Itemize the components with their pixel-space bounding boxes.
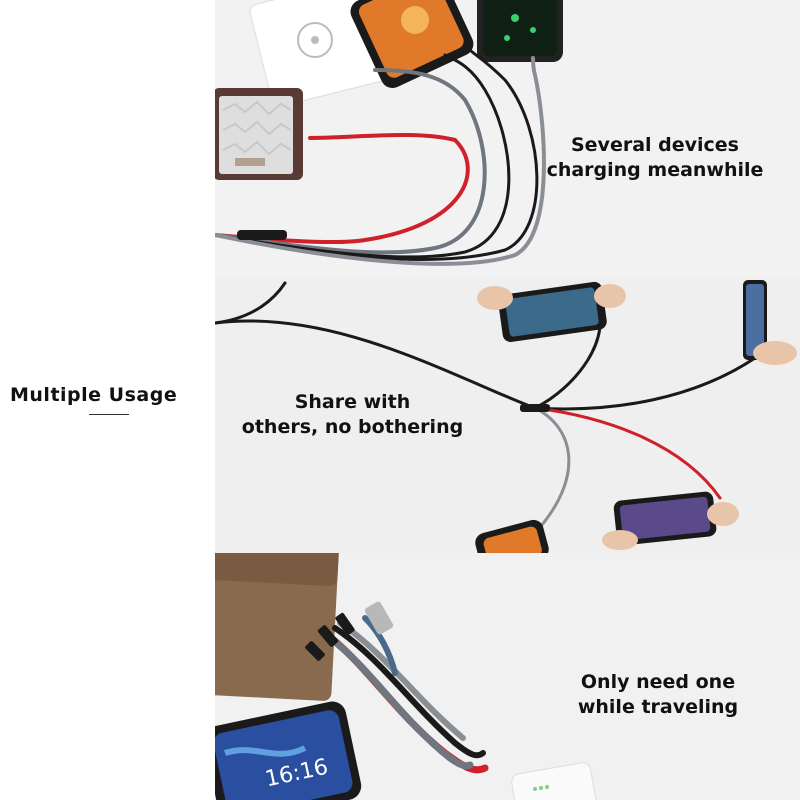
caption-line: Share with — [294, 391, 411, 413]
photo-sharing-cable — [215, 278, 800, 553]
caption-several-devices: Several devices charging meanwhile — [535, 133, 775, 183]
speaker-box — [215, 88, 303, 180]
caption-travel: Only need one while traveling — [568, 670, 748, 720]
travel-illustration — [215, 553, 599, 800]
caption-share: Share with others, no bothering — [230, 390, 475, 440]
phone-orange-wallpaper — [350, 0, 474, 88]
caption-line: charging meanwhile — [546, 159, 764, 181]
white-power-bank — [511, 762, 599, 800]
title-underline — [89, 414, 129, 415]
phone-gaming-top — [477, 281, 626, 342]
phone-vertical-right — [743, 280, 797, 365]
phone-lockscreen — [215, 701, 362, 800]
caption-line: others, no bothering — [241, 416, 464, 438]
photo-travel-cable: 16:16 — [215, 553, 800, 800]
side-title: Multiple Usage — [10, 384, 178, 406]
phone-bottom-center — [475, 519, 549, 553]
sharing-illustration — [215, 280, 797, 553]
split-cables — [215, 281, 757, 535]
caption-line: Several devices — [570, 134, 739, 156]
caption-line: while traveling — [577, 696, 739, 718]
wallet — [215, 553, 339, 701]
photo-several-devices — [215, 0, 800, 278]
phone-gaming-bottom — [602, 491, 739, 550]
charging-cables — [215, 48, 546, 266]
phone-green-screen — [477, 0, 563, 62]
caption-line: Only need one — [580, 671, 736, 693]
devices-charging-illustration — [215, 0, 563, 266]
coiled-cable — [305, 601, 489, 774]
